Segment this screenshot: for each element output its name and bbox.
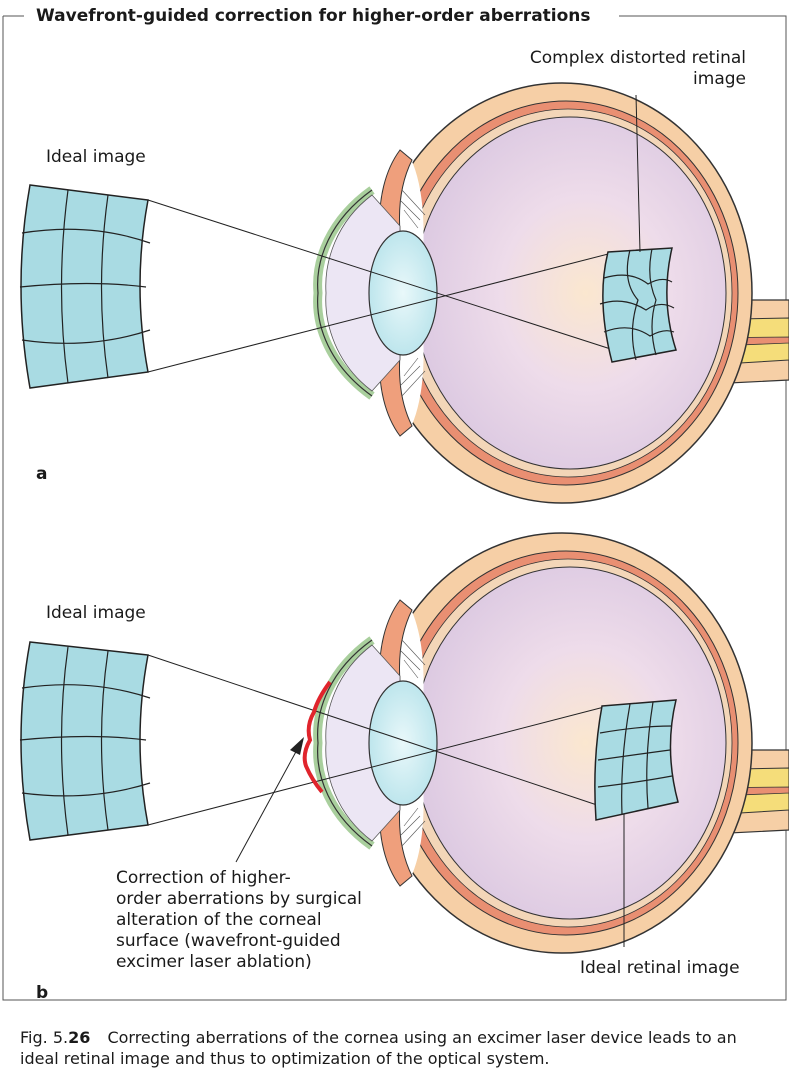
distorted-retinal-grid [600,248,676,362]
eye-illustration-b [318,533,789,953]
correction-label-line4: surface (wavefront-guided [116,931,341,952]
distorted-retinal-label-line2: image [508,69,746,90]
ideal-image-grid-b [20,642,150,840]
eye-illustration-a [318,83,789,503]
ideal-image-label-a: Ideal image [46,147,146,168]
ideal-image-grid-a [20,185,150,388]
figure-title: Wavefront-guided correction for higher-o… [30,6,597,26]
distorted-retinal-label-line1: Complex distorted retinal [508,48,746,69]
panel-letter-a: a [36,464,47,484]
correction-label-line1: Correction of higher- [116,868,291,889]
ideal-retinal-grid [595,700,678,820]
correction-label-line5: excimer laser ablation) [116,952,312,973]
ideal-image-label-b: Ideal image [46,603,146,624]
correction-label-line3: alteration of the corneal [116,910,322,931]
caption-text: Correcting aberrations of the cornea usi… [20,1028,737,1068]
panel-letter-b: b [36,983,48,1003]
caption-number: 26 [68,1028,90,1047]
caption-prefix: Fig. 5. [20,1028,68,1047]
correction-label-line2: order aberrations by surgical [116,889,362,910]
figure-caption: Fig. 5.26 Correcting aberrations of the … [20,1027,780,1069]
ideal-retinal-label: Ideal retinal image [580,958,740,979]
